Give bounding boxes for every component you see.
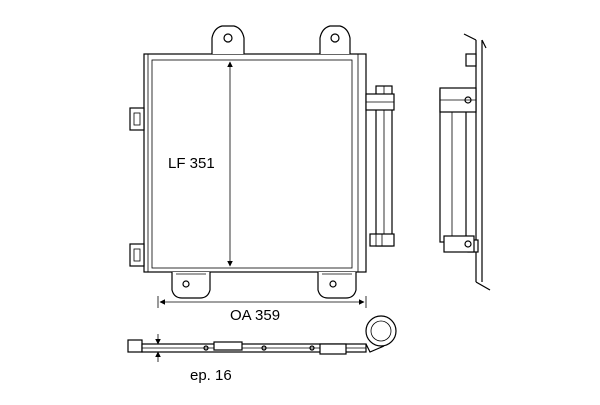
bottom-view-drier: [365, 315, 397, 347]
width-label-bg: [228, 306, 294, 324]
side-top-tab: [465, 53, 477, 67]
side-view: [439, 33, 491, 291]
bottom-view-hole-3: [309, 345, 315, 351]
side-drier-body: [439, 89, 467, 243]
side-top-edge: [481, 39, 487, 49]
bottom-view-drier-link: [365, 343, 385, 353]
receiver-drier: [365, 85, 395, 247]
height-label: LF 351: [168, 155, 215, 172]
bottom-mount-left: [171, 272, 211, 299]
condenser-frame: [143, 53, 367, 273]
bottom-view: [127, 315, 397, 362]
bottom-view-hole-1: [203, 345, 209, 351]
condenser-core: [151, 59, 353, 269]
bottom-mount-right: [317, 272, 357, 299]
front-view: LF 351: [129, 25, 395, 308]
bottom-view-mount-2: [319, 343, 347, 355]
left-bracket-top: [129, 107, 145, 131]
side-drier-top-bolt: [464, 96, 472, 104]
left-bracket-bottom: [129, 243, 145, 267]
bottom-view-left-tab: [127, 339, 143, 353]
top-mount-left: [211, 25, 245, 54]
side-drier-bottom-fitting: [443, 235, 475, 253]
top-mount-right: [319, 25, 351, 54]
bottom-view-hole-2: [261, 345, 267, 351]
thickness-label: ep. 16: [190, 367, 232, 384]
bottom-view-mount-1: [213, 341, 243, 351]
side-top-line: [463, 33, 477, 41]
side-drier-bottom-bolt: [464, 240, 472, 248]
width-label: OA 359: [230, 307, 280, 324]
bottom-view-drier-inner: [370, 320, 392, 342]
height-label-bg: [167, 152, 227, 172]
side-bottom-line: [475, 281, 491, 291]
